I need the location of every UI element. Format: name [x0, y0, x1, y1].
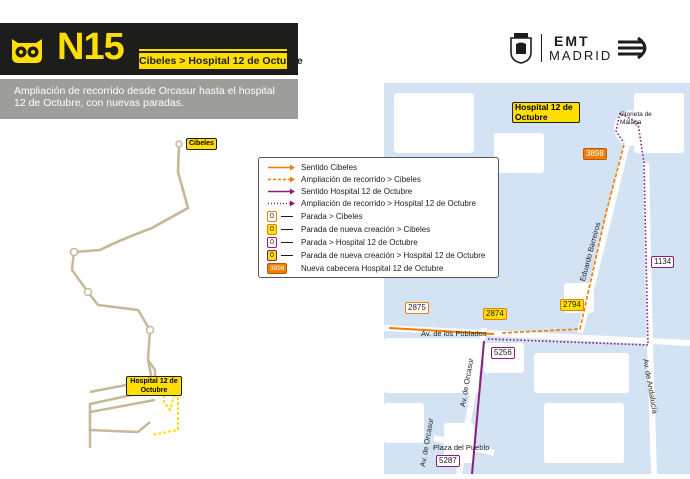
legend-stop-code: 0 [267, 237, 277, 248]
terminus-icon: 3898 [267, 263, 297, 274]
stop-1134[interactable]: 1134 [651, 256, 675, 268]
legend-label: Ampliación de recorrido > Hospital 12 de… [301, 199, 476, 208]
overview-start-point [175, 140, 183, 148]
stop-5287[interactable]: 5287 [436, 455, 460, 467]
legend-terminus-code: 3898 [267, 263, 288, 274]
overview-cibeles-label: Cibeles [186, 138, 217, 150]
dotted-purple-arrow-icon [268, 200, 295, 207]
route-destination: Cibeles > Hospital 12 de Octubre [139, 53, 303, 69]
purple-stop-icon: 0 [267, 237, 297, 248]
logo-divider [541, 34, 542, 62]
madrid-coat-of-arms-icon [510, 33, 532, 64]
new-orange-stop-icon: 0 [267, 224, 297, 235]
madrid-wordmark: MADRID [549, 48, 613, 63]
notice-text: Ampliación de recorrido desde Orcasur ha… [14, 85, 275, 109]
overview-hospital-label: Hospital 12 de Octubre [126, 376, 182, 396]
stop-2874[interactable]: 2874 [483, 308, 507, 320]
detail-map [383, 83, 690, 475]
legend-label: Parada > Cibeles [301, 212, 363, 221]
hospital-terminus-label: Hospital 12 de Octubre [512, 102, 580, 123]
legend-label: Parada > Hospital 12 de Octubre [301, 238, 418, 247]
legend-label: Ampliación de recorrido > Cibeles [301, 175, 421, 184]
night-bus-owl-icon [12, 39, 42, 63]
glorieta-malaga-label: Glorieta de Málaga [620, 111, 652, 126]
route-header: N15 Cibeles > Hospital 12 de Octubre [0, 23, 303, 75]
legend-stop-code: 0 [267, 250, 277, 261]
legend-label: Parada de nueva creación > Hospital 12 d… [301, 251, 486, 260]
legend-label: Parada de nueva creación > Cibeles [301, 225, 431, 234]
emt-madrid-logo: EMT MADRID [508, 30, 658, 68]
solid-orange-arrow-icon [268, 164, 295, 171]
stop-2794[interactable]: 2794 [560, 299, 584, 311]
legend-stop-code: 0 [267, 224, 277, 235]
stop-5256[interactable]: 5256 [491, 347, 515, 359]
detail-map-canvas [383, 83, 690, 475]
route-number: N15 [57, 26, 125, 68]
notice-banner: Ampliación de recorrido desde Orcasur ha… [0, 79, 298, 119]
legend-label: Nueva cabecera Hospital 12 de Octubre [301, 264, 444, 273]
header-divider [139, 49, 287, 51]
emt-wordmark: EMT [554, 33, 590, 49]
orange-stop-icon: 0 [267, 211, 297, 222]
stop-3898[interactable]: 3898 [583, 148, 607, 160]
av-poblados-label: Av. de los Poblados [421, 329, 487, 338]
dashed-orange-arrow-icon [268, 176, 295, 183]
map-legend: Sentido Cibeles Ampliación de recorrido … [258, 157, 499, 278]
plaza-pueblo-label: Plaza del Pueblo [433, 443, 490, 452]
new-purple-stop-icon: 0 [267, 250, 297, 261]
solid-purple-arrow-icon [268, 188, 295, 195]
legend-label: Sentido Cibeles [301, 163, 358, 172]
legend-stop-code: 0 [267, 211, 277, 222]
emt-arrows-icon [618, 36, 647, 60]
legend-label: Sentido Hospital 12 de Octubre [301, 187, 413, 196]
overview-route-map [69, 140, 190, 448]
stop-2875[interactable]: 2875 [405, 302, 429, 314]
